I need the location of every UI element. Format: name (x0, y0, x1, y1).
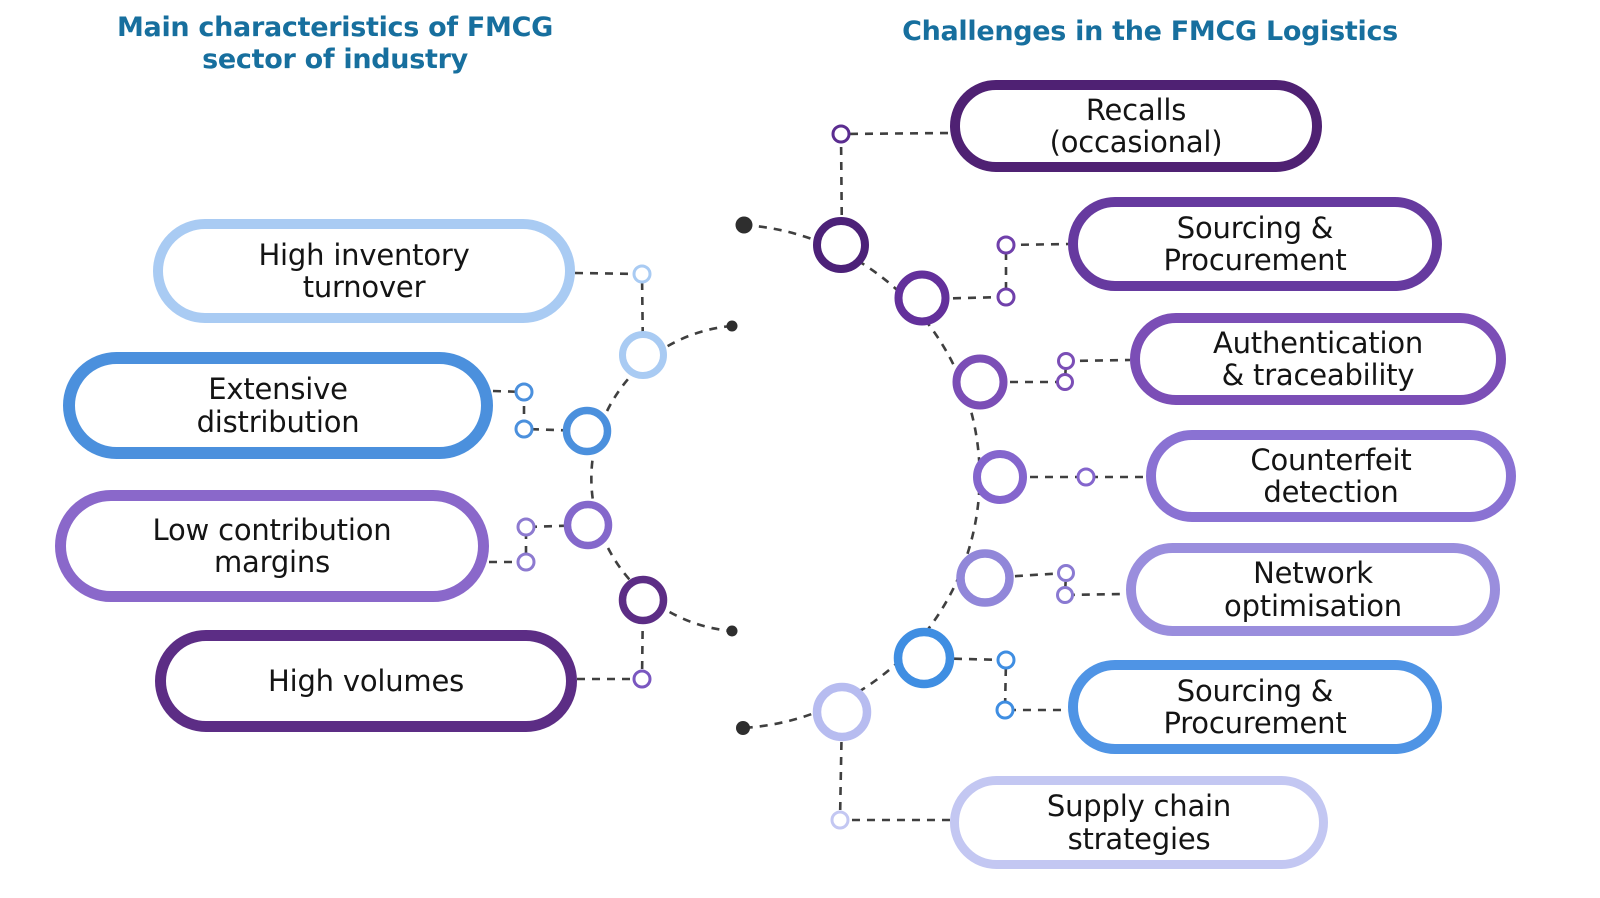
left-arc-path (590, 324, 733, 633)
challenge-pill-counterfeit-detection: Counterfeit detection (1146, 430, 1516, 522)
node-ring (952, 354, 1008, 410)
connector-line-authentication (980, 358, 1131, 384)
connector-dot-circle (514, 382, 534, 402)
node-ring (813, 217, 869, 273)
connector-line-high-inventory (574, 271, 645, 356)
arc-endpoint-dot (735, 216, 753, 234)
challenge-pill-supply-chain-strategies: Supply chain strategies (950, 776, 1328, 869)
challenge-pill-sourcing-procurement-top: Sourcing & Procurement (1068, 197, 1442, 291)
connector-dot-circle (516, 517, 536, 537)
connector-dot-circle (996, 650, 1016, 670)
characteristic-pill-extensive-distribution: Extensive distribution (63, 352, 493, 459)
node-ring (618, 575, 668, 625)
connector-dot-circle (831, 124, 851, 144)
connector-dot-circle (1057, 564, 1075, 582)
connector-small-circles (514, 124, 1096, 830)
pill-label: High volumes (267, 663, 464, 698)
right-section-title: Challenges in the FMCG Logistics (902, 16, 1398, 47)
connector-dot-circle (632, 264, 652, 284)
connector-dot-circle (996, 235, 1016, 255)
characteristic-pill-high-inventory-turnover: High inventory turnover (153, 219, 575, 323)
right-arc-path (742, 223, 981, 730)
pill-label: Sourcing & Procurement (1163, 210, 1347, 277)
node-ring (956, 549, 1014, 607)
pill-label: Sourcing & Procurement (1163, 673, 1347, 740)
pill-label: High inventory turnover (258, 237, 470, 304)
pill-label: Authentication & traceability (1212, 325, 1424, 392)
pill-label: Counterfeit detection (1250, 442, 1412, 509)
connector-dot-circle (996, 287, 1016, 307)
challenge-pill-recalls: Recalls (occasional) (950, 80, 1322, 172)
node-ring (562, 406, 612, 456)
pill-label: Recalls (occasional) (1049, 92, 1223, 159)
characteristic-pill-low-contribution-margins: Low contribution margins (55, 490, 489, 602)
connector-dot-circle (995, 700, 1015, 720)
connector-dot-circle (1056, 373, 1074, 391)
connector-line-network (984, 571, 1127, 597)
node-ring (812, 682, 872, 742)
left-section-title: Main characteristics of FMCG sector of i… (116, 12, 554, 75)
arc-endpoint-dot (736, 721, 750, 735)
pill-label: Network optimisation (1224, 556, 1402, 623)
characteristic-pill-high-volumes: High volumes (155, 630, 577, 732)
connector-line-recalls (839, 131, 951, 246)
arc-endpoint-dot (726, 320, 738, 332)
connector-line-extensive-distribution (492, 389, 588, 433)
challenge-pill-authentication-traceability: Authentication & traceability (1130, 313, 1506, 405)
connector-line-sourcing-bottom (923, 656, 1068, 712)
pill-label: Extensive distribution (196, 372, 360, 439)
connector-dot-circle (1056, 586, 1074, 604)
connector-line-high-volumes (577, 599, 645, 681)
arc-endpoint-dots (726, 216, 753, 735)
connector-line-low-margins (489, 523, 589, 564)
node-ring (619, 331, 667, 379)
connector-dot-circle (1076, 467, 1096, 487)
node-ring (893, 627, 955, 689)
arc-endpoint-dot (726, 625, 738, 637)
connector-dot-circle (514, 419, 534, 439)
challenge-pill-sourcing-procurement-bottom: Sourcing & Procurement (1068, 660, 1442, 754)
left-node-rings (562, 331, 668, 625)
node-ring (973, 450, 1027, 504)
pill-label: Supply chain strategies (1046, 789, 1232, 856)
right-node-rings (812, 217, 1027, 742)
connector-line-sourcing-top (922, 242, 1069, 301)
node-ring (563, 500, 613, 550)
pill-label: Low contribution margins (152, 512, 392, 579)
dashed-connectors (489, 131, 1146, 822)
connector-dot-circle (516, 552, 536, 572)
connector-dot-circle (632, 669, 652, 689)
connector-dot-circle (1057, 352, 1075, 370)
connector-line-supply-chain (838, 711, 950, 822)
challenge-pill-network-optimisation: Network optimisation (1126, 543, 1500, 636)
connector-dot-circle (830, 810, 850, 830)
node-ring (894, 270, 950, 326)
